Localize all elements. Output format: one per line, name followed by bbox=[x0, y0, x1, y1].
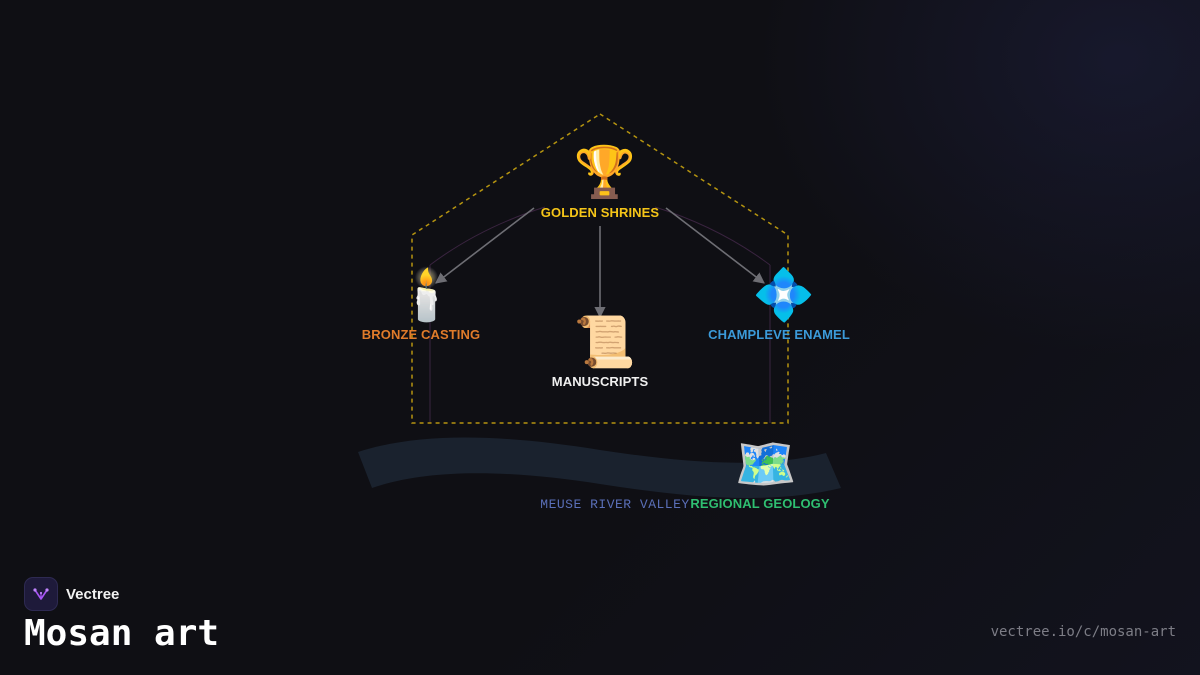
river-band bbox=[358, 437, 841, 498]
brand[interactable]: Vectree bbox=[24, 577, 119, 611]
river-label: MEUSE RIVER VALLEY bbox=[540, 497, 690, 512]
node-label-bronze-casting: BRONZE CASTING bbox=[361, 327, 481, 342]
diamond-icon: 💠 bbox=[752, 267, 816, 323]
map-icon: 🗺️ bbox=[734, 436, 798, 492]
page-title: Mosan art bbox=[24, 613, 220, 654]
edge-shrines-enamel bbox=[665, 207, 765, 284]
shrine-curve-left bbox=[429, 206, 546, 266]
node-label-golden-shrines: GOLDEN SHRINES bbox=[540, 205, 660, 220]
node-label-regional-geology: REGIONAL GEOLOGY bbox=[690, 496, 830, 511]
edge-shrines-bronze bbox=[435, 207, 535, 284]
source-url[interactable]: vectree.io/c/mosan-art bbox=[990, 624, 1176, 640]
vectree-logo-icon bbox=[24, 577, 58, 611]
node-label-manuscripts: MANUSCRIPTS bbox=[551, 374, 649, 389]
candle-icon: 🕯️ bbox=[395, 267, 459, 323]
trophy-icon: 🏆 bbox=[573, 144, 637, 200]
scroll-icon: 📜 bbox=[573, 314, 637, 370]
brand-name: Vectree bbox=[66, 585, 120, 603]
workshop-frame bbox=[411, 113, 789, 424]
node-label-champleve-enamel: CHAMPLEVE ENAMEL bbox=[708, 327, 850, 342]
shrine-curve-right bbox=[654, 206, 771, 266]
